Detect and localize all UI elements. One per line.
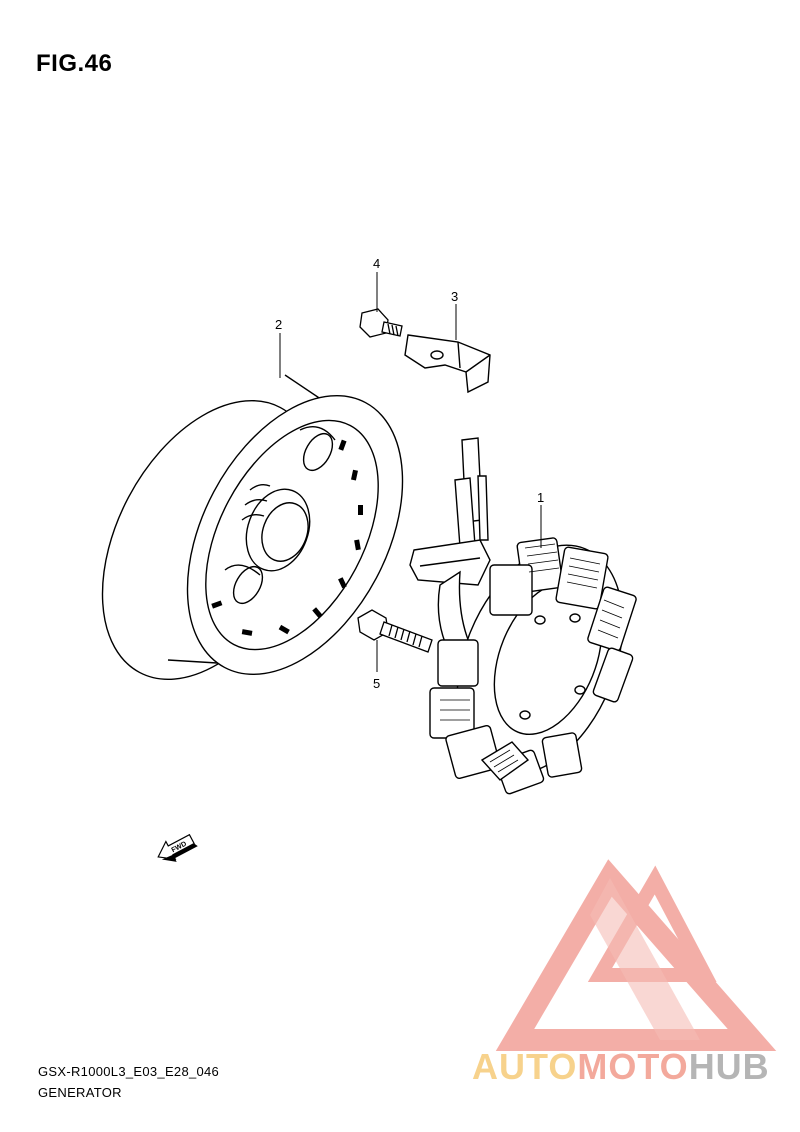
callout-part-5: 5 (373, 676, 380, 691)
callout-part-4: 4 (373, 256, 380, 271)
brand-part-auto: AUTO (472, 1046, 578, 1087)
arrow-left-icon: FWD (157, 833, 198, 862)
fwd-marker: FWD (157, 833, 198, 862)
brand-part-moto: MOTO (577, 1046, 689, 1087)
section-name: GENERATOR (38, 1085, 122, 1100)
bolt-part-5 (357, 609, 433, 653)
rotor-part (101, 374, 404, 681)
watermark-brand: AUTOMOTOHUB (472, 1046, 770, 1088)
bolt-part-4 (359, 308, 403, 338)
callout-part-1: 1 (537, 490, 544, 505)
bracket-part (404, 334, 491, 394)
leader-lines (279, 272, 542, 672)
callout-part-2: 2 (275, 317, 282, 332)
callout-part-3: 3 (451, 289, 458, 304)
watermark-logo (495, 859, 777, 1051)
stator-part (409, 437, 637, 795)
model-code: GSX-R1000L3_E03_E28_046 (38, 1064, 220, 1079)
figure-title: FIG.46 (36, 50, 113, 77)
brand-part-hub: HUB (688, 1046, 770, 1087)
